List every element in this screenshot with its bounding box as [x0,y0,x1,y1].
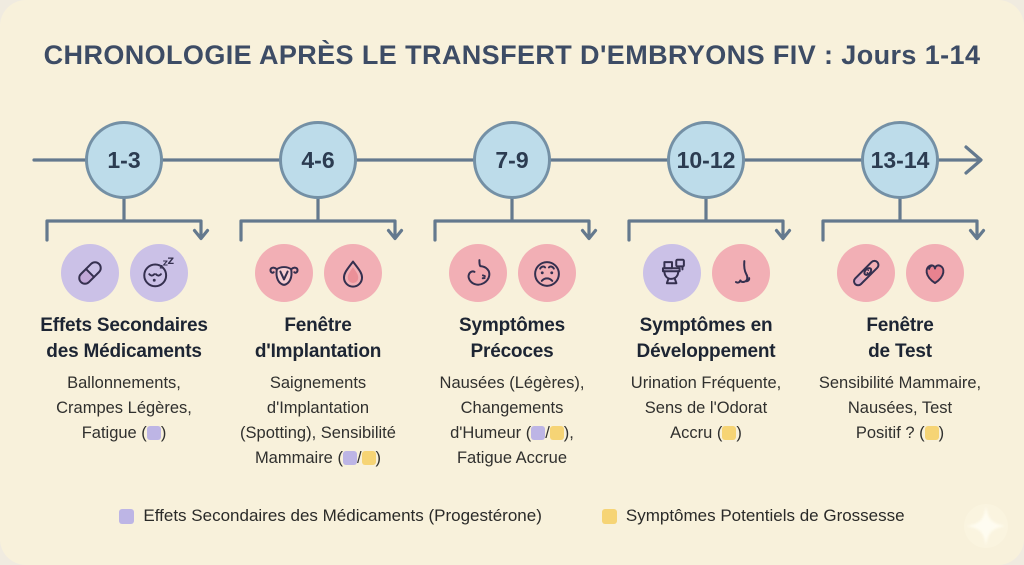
column-heading: Effets Secondaires des Médicaments [40,315,208,362]
purple-swatch-icon [342,451,357,465]
svg-text:z: z [159,264,163,270]
column-body: Nausées (Légères), Changements d'Humeur … [439,374,585,467]
heart-icon [905,244,964,302]
legend-item-pregnancy-symptoms: Symptômes Potentiels de Grossesse [601,506,905,526]
node-label: 13-14 [870,146,930,173]
timeline-node-days-4-6: 4-6 [279,121,357,199]
yellow-swatch-icon [924,426,939,440]
icons-days-1-3: z Z Z [27,244,221,302]
column-heading: Fenêtre de Test [866,315,934,362]
purple-swatch-icon [146,426,161,440]
icons-days-7-9 [415,244,609,302]
timeline-node-days-7-9: 7-9 [473,121,551,199]
sleeping-face-icon: z Z Z [129,244,188,302]
timeline-node-days-13-14: 13-14 [861,121,939,199]
toilet-icon [642,244,701,302]
icons-days-13-14 [803,244,997,302]
node-label: 7-9 [495,146,529,173]
column-body: Ballonnements, Crampes Légères, Fatigue … [56,374,192,442]
yellow-swatch-icon [361,451,376,465]
column-heading: Fenêtre d'Implantation [254,315,382,362]
column-body: Urination Fréquente, Sens de l'Odorat Ac… [630,374,782,442]
page-title: CHRONOLOGIE APRÈS LE TRANSFERT D'EMBRYON… [43,40,981,70]
column-heading: Symptômes en Développement [636,315,776,362]
column-days-10-12: Symptômes en Développement Urination Fré… [609,313,803,471]
sparkle-icon [964,504,1008,548]
yellow-swatch-icon [601,508,617,524]
stomach-icon [448,244,507,302]
uterus-icon [254,244,313,302]
column-days-1-3: Effets Secondaires des Médicaments Ballo… [27,313,221,471]
timeline-node-days-1-3: 1-3 [85,121,163,199]
icons-row: z Z Z [27,244,997,302]
timeline-arrow-icon [964,145,983,175]
yellow-swatch-icon [722,426,737,440]
column-days-4-6: Fenêtre d'Implantation Saignements d'Imp… [221,313,415,471]
column-heading: Symptômes Précoces [459,315,565,362]
yellow-swatch-icon [549,426,564,440]
columns-text: Effets Secondaires des Médicaments Ballo… [27,313,997,471]
legend-label: Symptômes Potentiels de Grossesse [625,506,905,525]
node-label: 1-3 [107,146,141,173]
nose-icon [711,244,770,302]
node-label: 10-12 [676,146,736,173]
worried-face-icon [517,244,576,302]
legend: Effets Secondaires des Médicaments (Prog… [0,506,1024,526]
svg-text:Z: Z [162,258,167,267]
purple-swatch-icon [531,426,546,440]
timeline-node-days-10-12: 10-12 [667,121,745,199]
blood-drop-icon [323,244,382,302]
node-label: 4-6 [301,146,335,173]
purple-swatch-icon [119,508,135,524]
column-days-13-14: Fenêtre de Test Sensibilité Mammaire, Na… [803,313,997,471]
icons-days-10-12 [609,244,803,302]
pregnancy-test-icon [836,244,895,302]
column-body: Sensibilité Mammaire, Nausées, Test Posi… [818,374,982,442]
icons-days-4-6 [221,244,415,302]
pill-icon [60,244,119,302]
legend-label: Effets Secondaires des Médicaments (Prog… [143,506,542,525]
column-days-7-9: Symptômes Précoces Nausées (Légères), Ch… [415,313,609,471]
legend-item-medication-side-effects: Effets Secondaires des Médicaments (Prog… [119,506,542,526]
column-body: Saignements d'Implantation (Spotting), S… [240,374,396,467]
svg-text:Z: Z [167,257,174,267]
